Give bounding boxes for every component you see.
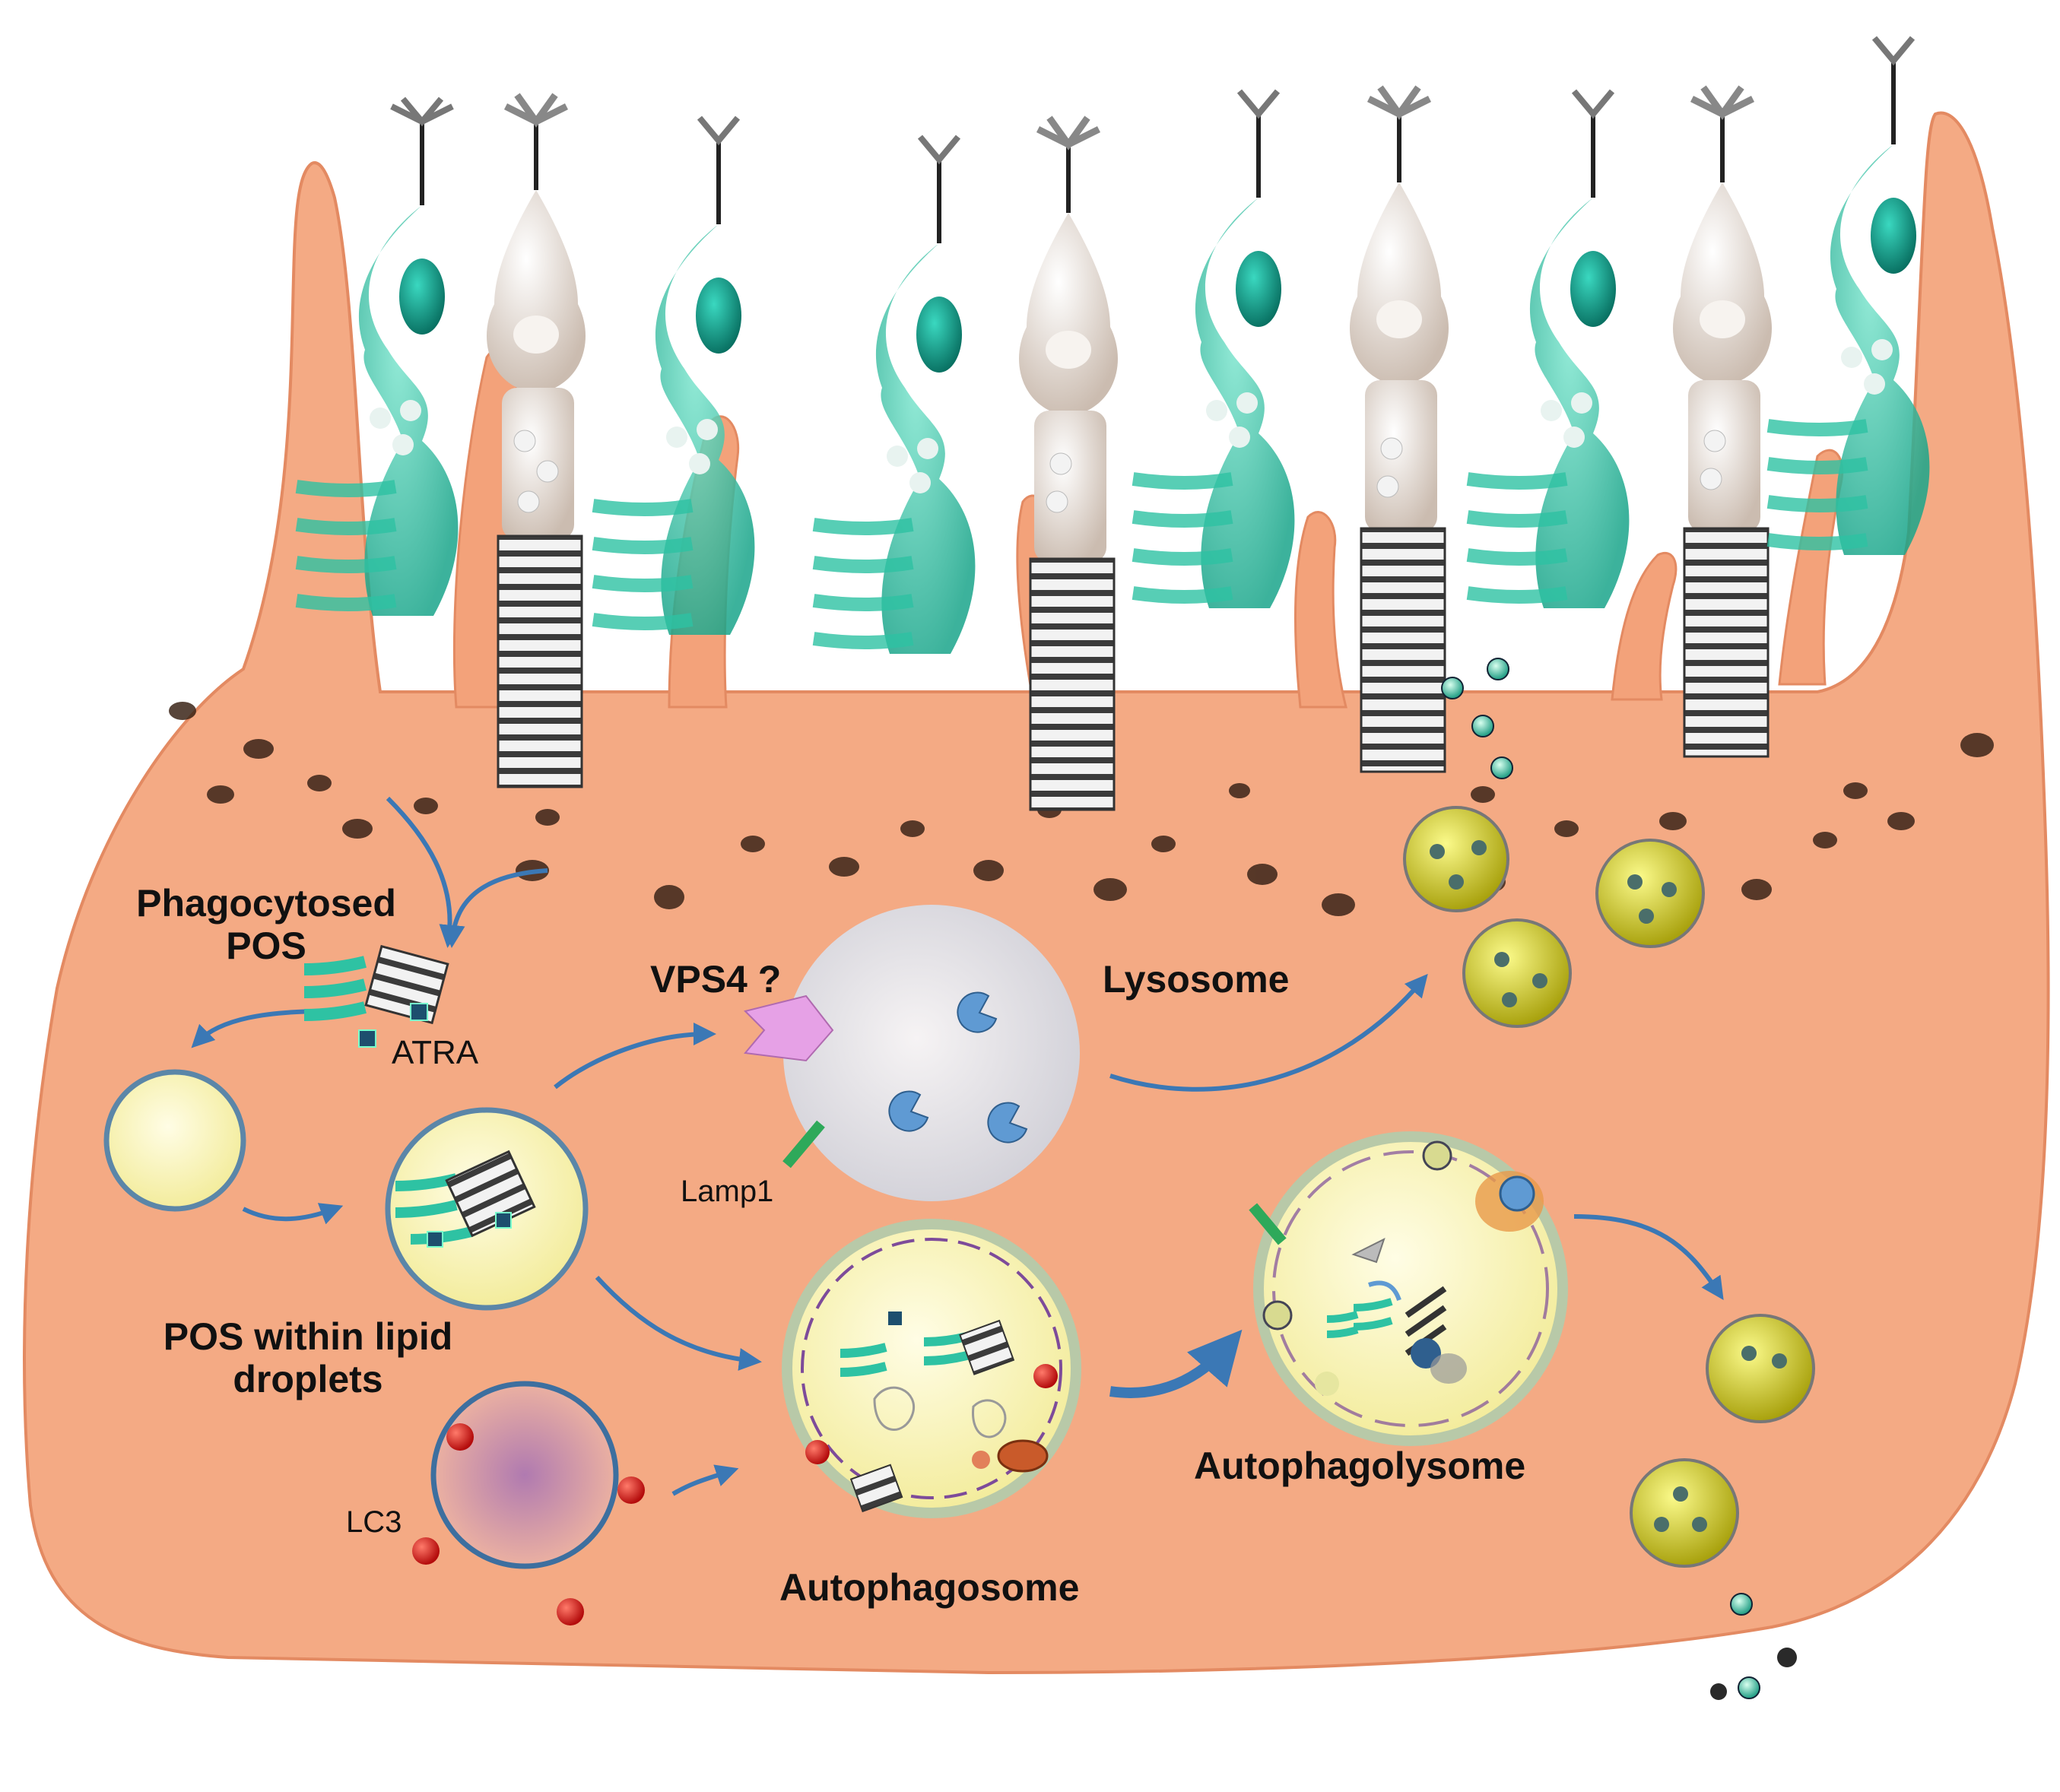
cone-cell-3 <box>1350 85 1449 773</box>
rod-cell-1 <box>295 97 459 616</box>
vps4-protein <box>744 994 834 1062</box>
label-phagocytosed-pos: Phagocytosed POS <box>114 882 418 967</box>
phagocytosed-pos <box>303 944 449 1048</box>
lc3-vesicle <box>412 1381 645 1625</box>
rod-cell-4 <box>1132 89 1295 608</box>
atra-marker <box>410 1003 428 1021</box>
rod-cell-3 <box>812 135 976 654</box>
rod-cell-6 <box>1766 36 1930 555</box>
cone-cell-2 <box>1019 116 1118 811</box>
empty-lipid-droplet <box>103 1069 246 1212</box>
label-autophagolysome: Autophagolysome <box>1194 1445 1526 1487</box>
released-dark-particles <box>1710 1648 1797 1700</box>
autophagosome <box>782 1219 1081 1518</box>
label-lc3: LC3 <box>346 1505 402 1539</box>
lipid-droplet-with-pos <box>385 1107 589 1311</box>
microvilli <box>452 347 1844 709</box>
autophagolysome <box>1249 1131 1568 1446</box>
label-atra: ATRA <box>392 1034 479 1071</box>
rod-cell-5 <box>1466 89 1630 608</box>
label-pos-lipid-line1: POS within lipid <box>163 1315 453 1358</box>
label-phagocytosed-pos-line2: POS <box>226 925 306 967</box>
rod-cell-2 <box>592 116 755 635</box>
autophagolysome-arrow <box>1109 1329 1243 1398</box>
label-pos-lipid-droplets: POS within lipid droplets <box>114 1315 502 1400</box>
label-phagocytosed-pos-line1: Phagocytosed <box>136 882 396 925</box>
pathway-arrows <box>191 796 1724 1496</box>
released-particles <box>1441 658 1760 1699</box>
label-autophagosome: Autophagosome <box>779 1566 1080 1609</box>
cone-cell-1 <box>487 93 586 788</box>
label-vps4: VPS4 ? <box>650 958 782 1001</box>
cone-cell-4 <box>1673 85 1772 758</box>
residual-bodies <box>1403 806 1815 1568</box>
label-lysosome: Lysosome <box>1103 958 1290 1001</box>
lysosome <box>744 905 1080 1201</box>
label-pos-lipid-line2: droplets <box>233 1358 383 1400</box>
label-lamp1: Lamp1 <box>681 1175 774 1208</box>
lamp1-protein <box>782 1120 825 1169</box>
